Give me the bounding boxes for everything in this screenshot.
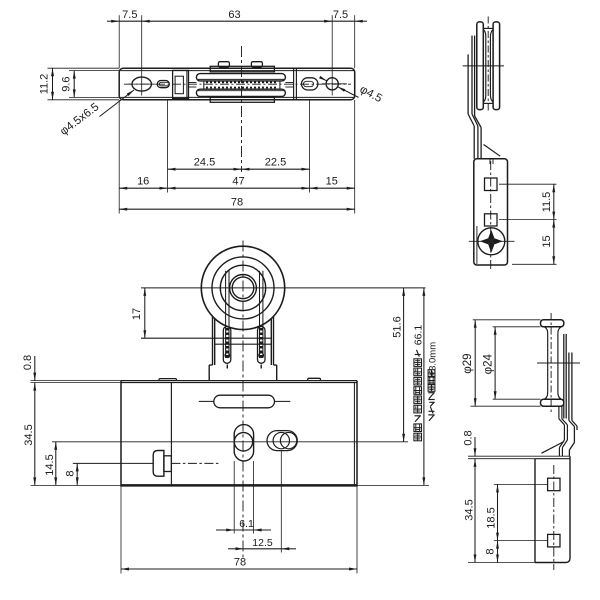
svg-text:15: 15 <box>541 235 553 247</box>
svg-text:63: 63 <box>228 9 240 21</box>
svg-text:7.5: 7.5 <box>333 9 348 21</box>
svg-text:11.2: 11.2 <box>39 74 51 95</box>
svg-text:φ29: φ29 <box>462 353 474 373</box>
svg-text:11.5: 11.5 <box>541 192 553 213</box>
svg-text:18.5: 18.5 <box>486 507 498 528</box>
svg-text:66.1: 66.1 <box>413 325 425 346</box>
svg-text:8: 8 <box>485 548 497 554</box>
svg-text:φ24: φ24 <box>482 353 494 374</box>
svg-text:78: 78 <box>234 557 246 569</box>
svg-text:15: 15 <box>326 176 338 188</box>
svg-text:8: 8 <box>65 470 77 476</box>
svg-text:78: 78 <box>231 197 243 209</box>
svg-text:12.5: 12.5 <box>252 537 273 549</box>
svg-text:6.1: 6.1 <box>239 518 254 530</box>
svg-text:16: 16 <box>137 176 149 188</box>
svg-text:0.8: 0.8 <box>22 355 34 370</box>
svg-text:9.6: 9.6 <box>61 76 73 91</box>
svg-text:±3.0mm: ±3.0mm <box>427 342 438 376</box>
svg-text:14.5: 14.5 <box>44 454 56 475</box>
svg-text:24.5: 24.5 <box>194 157 215 169</box>
svg-text:34.5: 34.5 <box>23 424 35 445</box>
svg-text:34.5: 34.5 <box>464 499 476 520</box>
svg-text:0.8: 0.8 <box>463 430 475 445</box>
svg-text:47: 47 <box>232 176 244 188</box>
svg-text:7.5: 7.5 <box>122 9 137 21</box>
svg-text:22.5: 22.5 <box>265 157 286 169</box>
svg-text:51.6: 51.6 <box>391 316 403 337</box>
svg-text:17: 17 <box>131 308 143 320</box>
